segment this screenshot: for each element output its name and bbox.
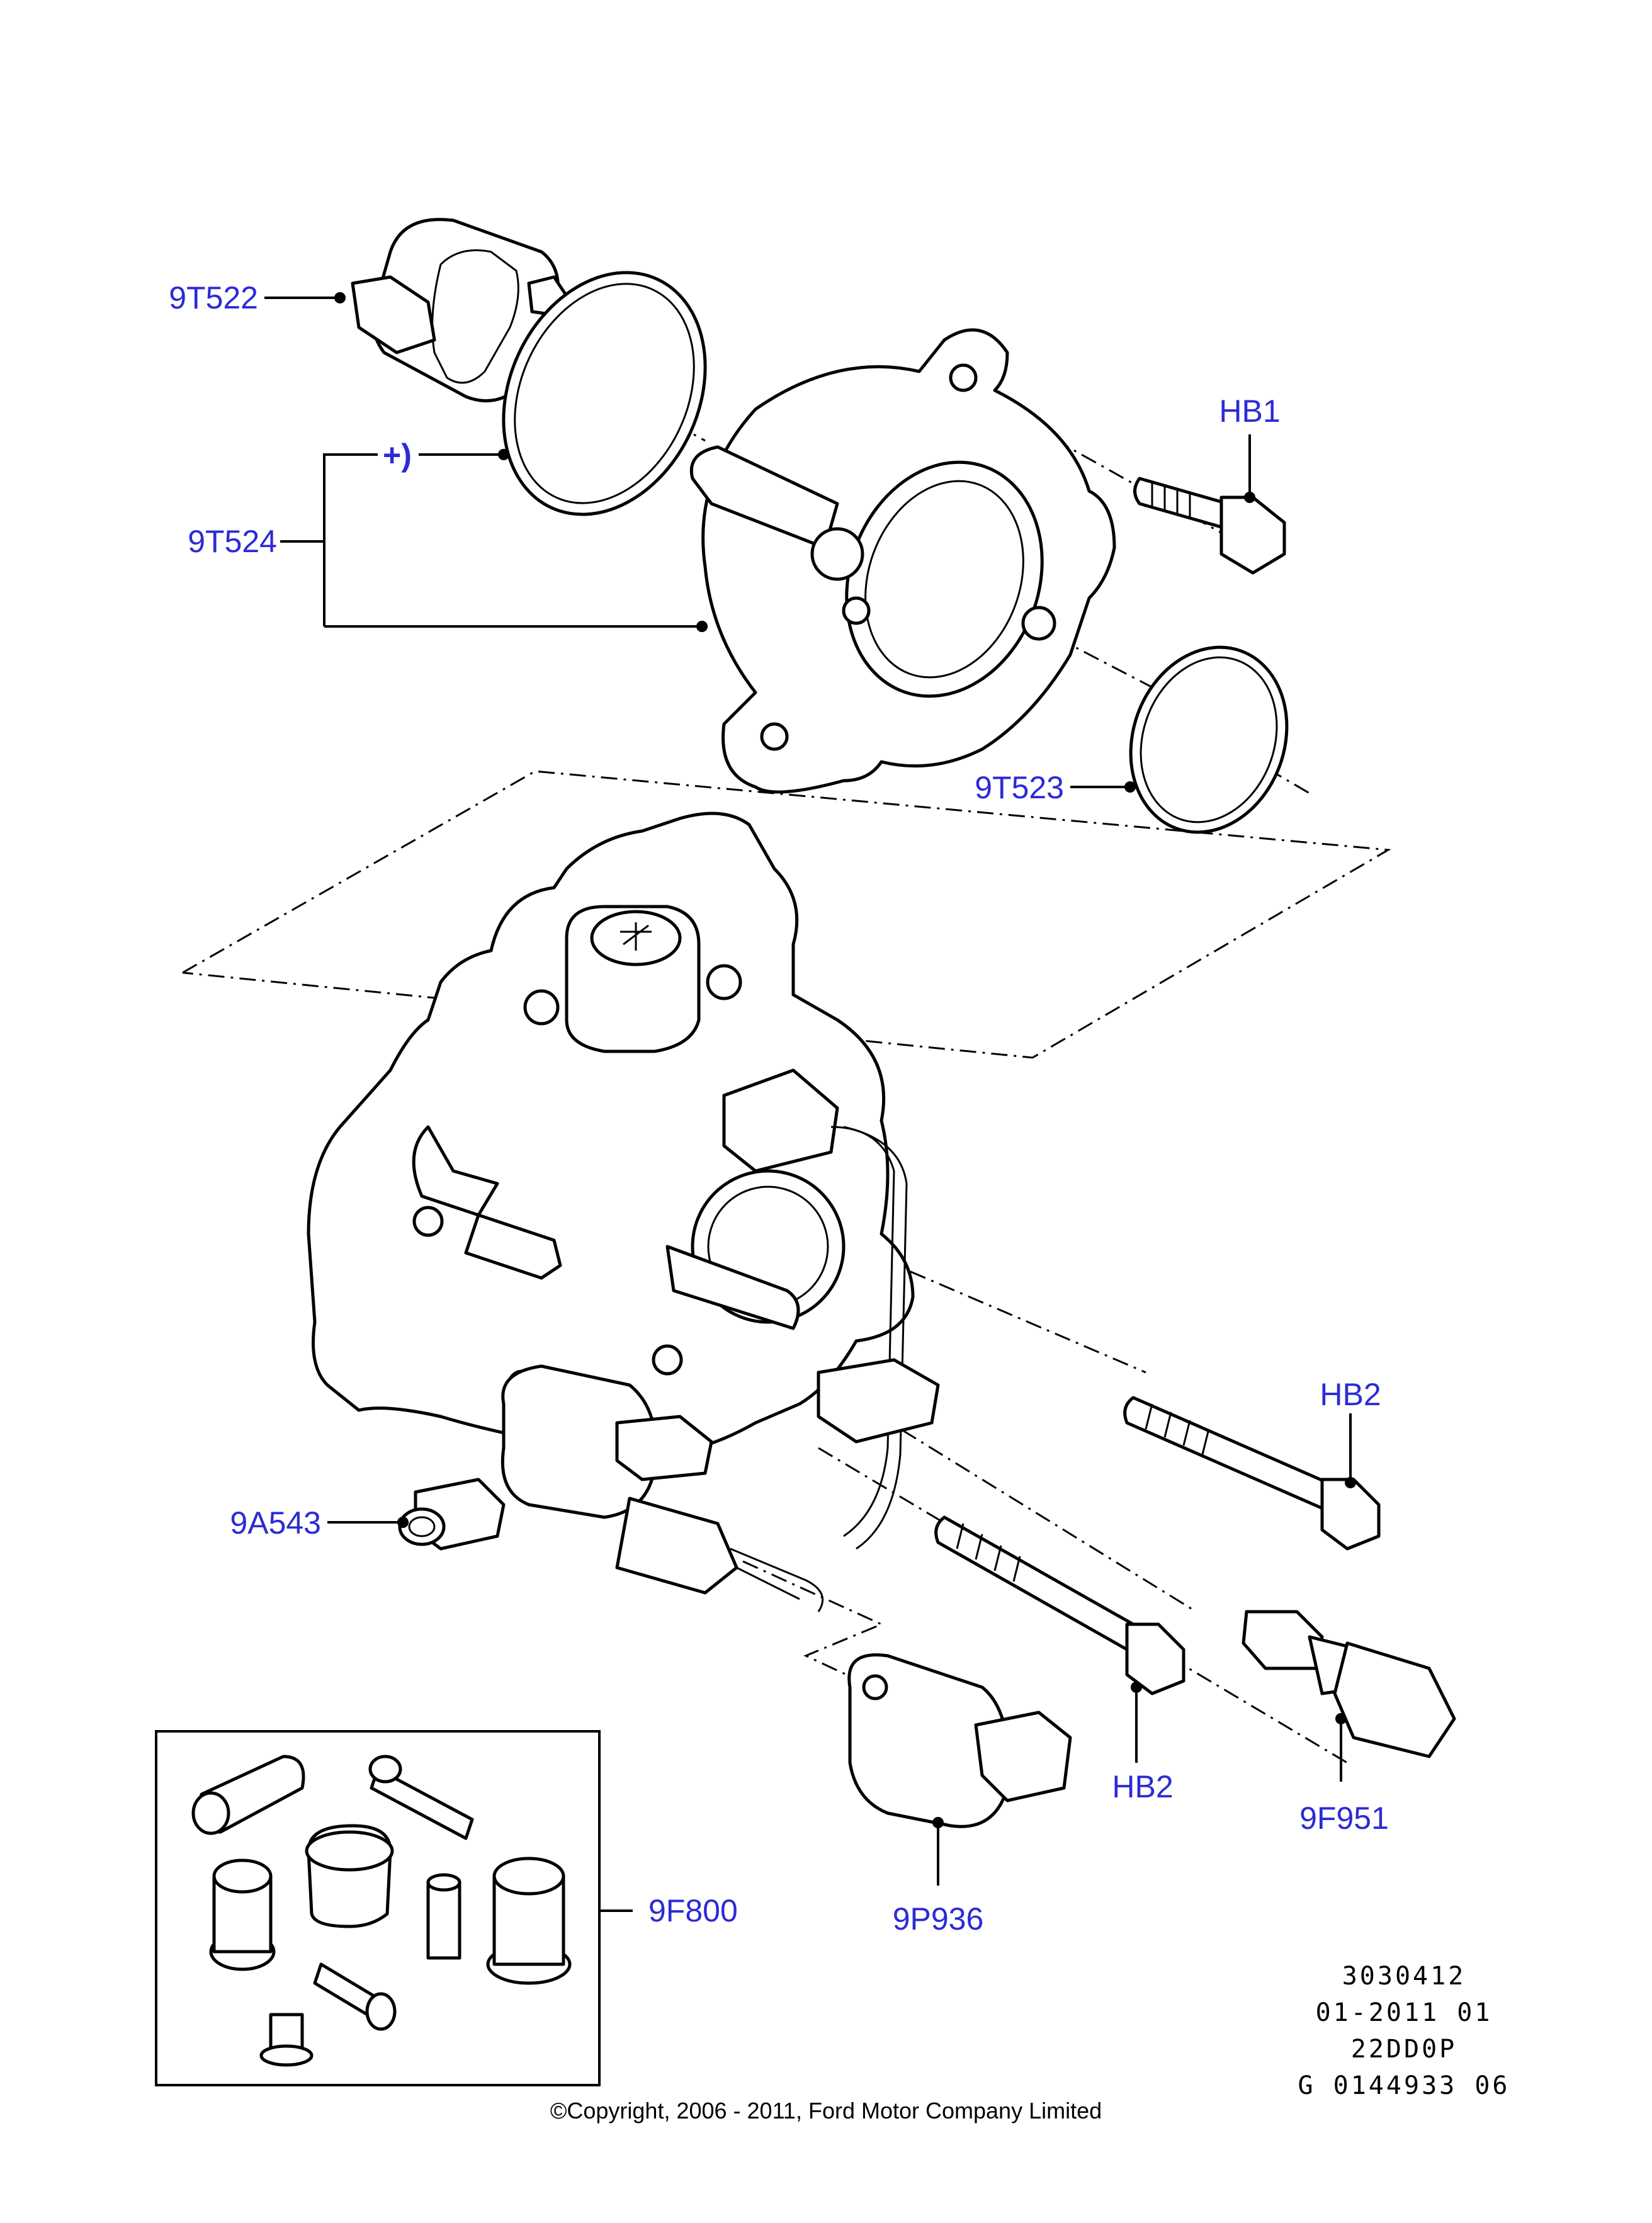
- label-9t524: 9T524: [188, 524, 277, 559]
- copyright-notice: ©Copyright, 2006 - 2011, Ford Motor Comp…: [550, 2098, 1102, 2124]
- kit-frame: [155, 1730, 601, 2086]
- part-9a543-fitting: [398, 1478, 506, 1551]
- label-plus-marker: +): [383, 438, 412, 473]
- label-9t523: 9T523: [975, 770, 1064, 805]
- part-hb2-lower-bolt: [934, 1515, 1185, 1695]
- label-9t522: 9T522: [169, 280, 258, 315]
- kit-cap: [305, 1824, 394, 1928]
- part-9p936-valve: [847, 1653, 1072, 1828]
- kit-pin: [368, 1755, 474, 1840]
- part-hb1-bolt: [1133, 477, 1286, 575]
- reference-line-1: 3030412: [1342, 1962, 1466, 1991]
- part-9f951-sensor: [1242, 1610, 1456, 1758]
- label-hb2-lower: HB2: [1112, 1769, 1173, 1804]
- pump-flange-housing: [689, 328, 1116, 794]
- part-9t524-oring: [502, 271, 707, 516]
- reference-line-2: 01-2011 01: [1316, 1998, 1493, 2027]
- label-9a543: 9A543: [230, 1505, 321, 1541]
- reference-line-4: G 0144933 06: [1298, 2071, 1510, 2100]
- part-9t523-oring: [1129, 645, 1289, 834]
- kit-sleeve-right: [486, 1857, 572, 1985]
- part-9f800-kit: [155, 1730, 601, 2086]
- reference-line-3: 22DD0P: [1351, 2035, 1457, 2064]
- label-9f951: 9F951: [1299, 1801, 1389, 1836]
- label-hb1: HB1: [1219, 393, 1280, 429]
- fuel-pump-body: [307, 812, 940, 1612]
- label-hb2-upper: HB2: [1320, 1377, 1381, 1412]
- label-9p936: 9P936: [893, 1901, 984, 1937]
- part-hb2-upper-bolt: [1123, 1396, 1381, 1551]
- leader-lines: [264, 292, 1356, 1912]
- kit-sleeve-left: [209, 1858, 276, 1971]
- kit-stud: [313, 1962, 397, 2031]
- label-9f800: 9F800: [648, 1893, 738, 1928]
- kit-sleeve-large: [191, 1755, 305, 1835]
- kit-screw: [259, 2013, 314, 2067]
- kit-small-pin: [426, 1873, 461, 1960]
- reference-block: 3030412 01-2011 01 22DD0P G 0144933 06: [1298, 1962, 1510, 2100]
